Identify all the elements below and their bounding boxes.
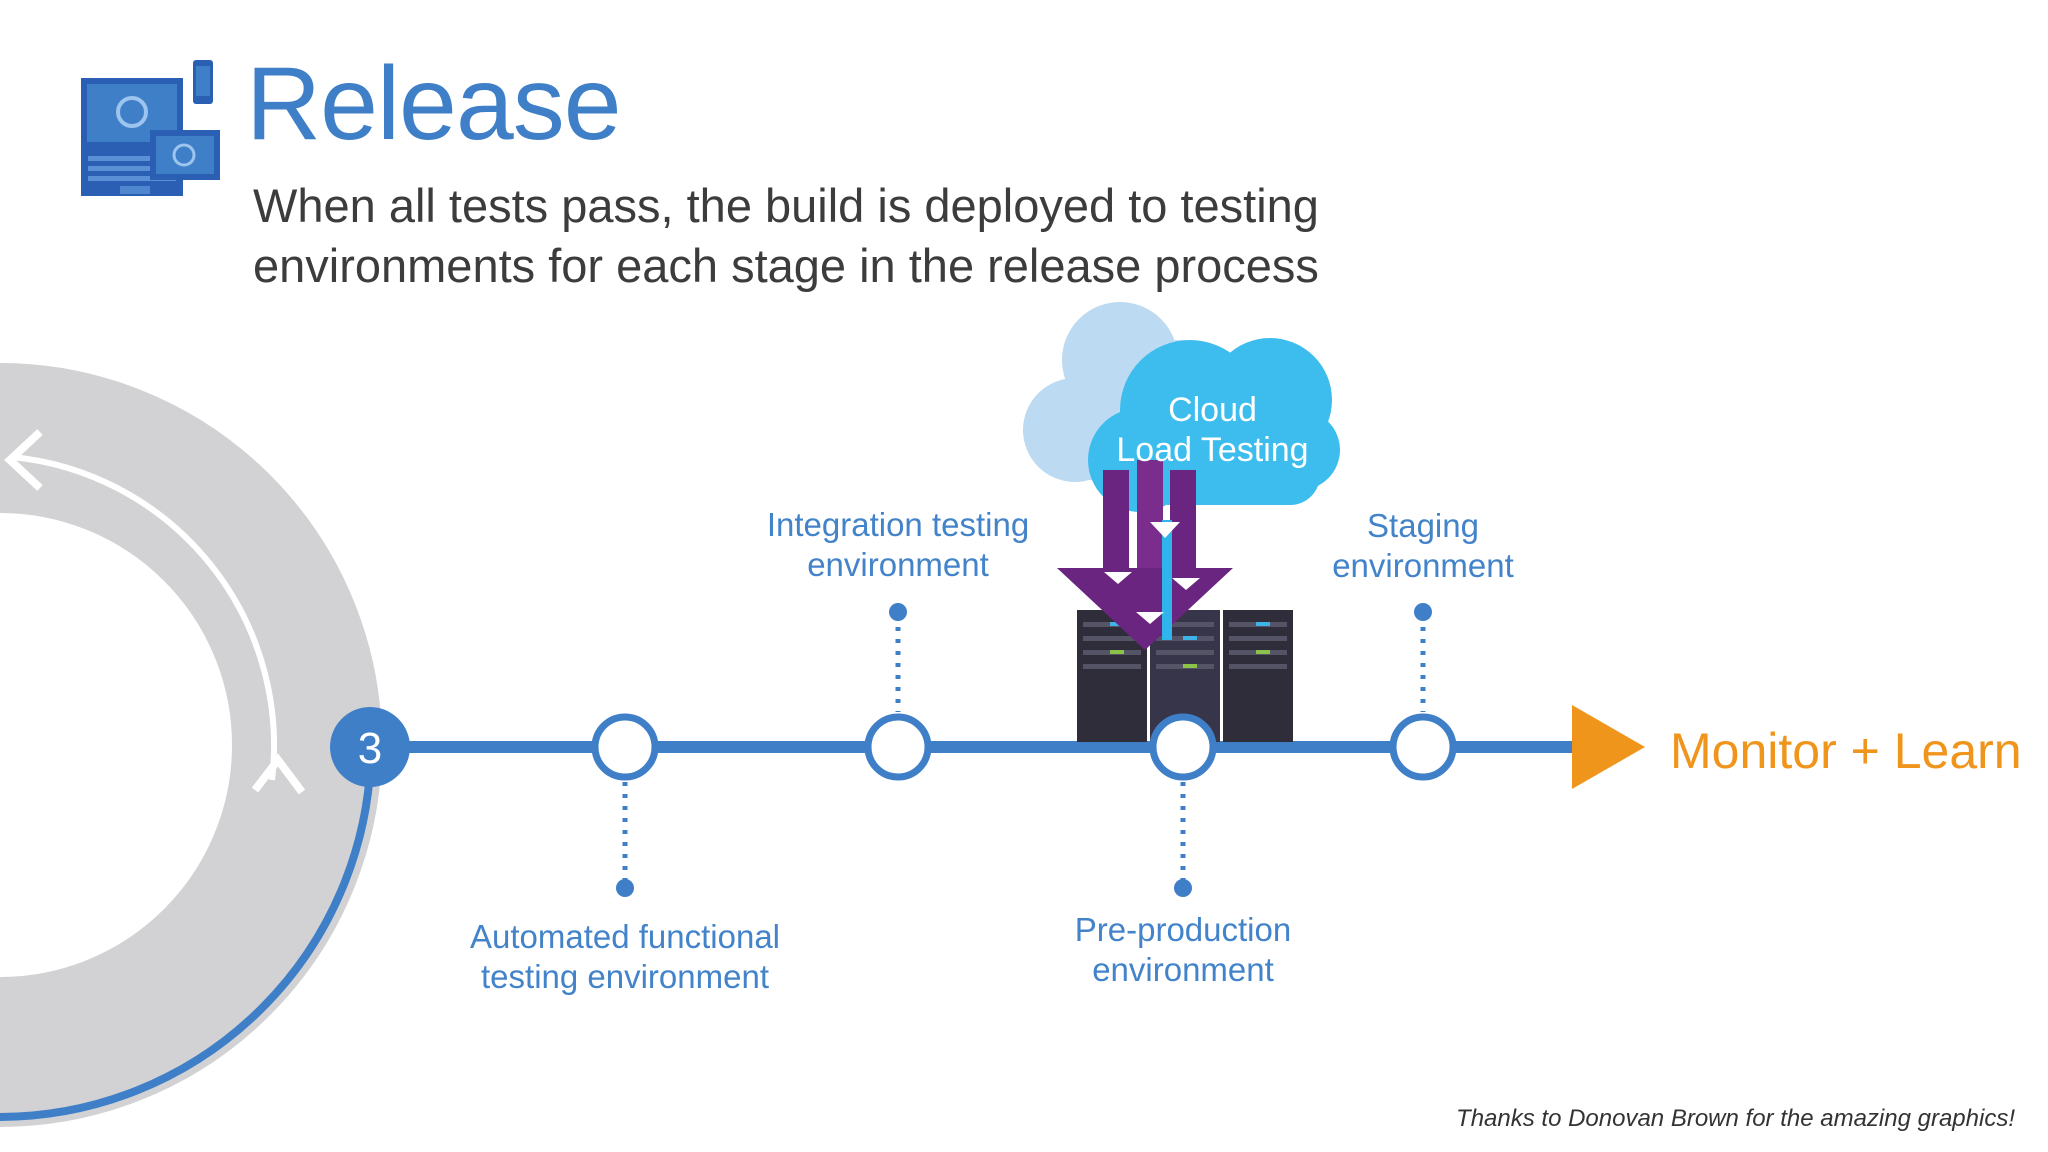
cloud-label-line-2: Load Testing [1116, 431, 1309, 469]
label-integration-line-1: Integration testing [766, 506, 1030, 543]
label-automated-line-2: testing environment [481, 958, 769, 995]
subtitle-line-1: When all tests pass, the build is deploy… [253, 179, 1319, 232]
play-arrow-icon [1572, 705, 1645, 789]
subtitle-line-2: environments for each stage in the relea… [253, 239, 1319, 292]
monitor-learn-label: Monitor + Learn [1670, 723, 2022, 779]
stage-nodes [330, 707, 1457, 787]
label-pre-production: Pre-production environment [1033, 910, 1333, 990]
label-staging: Staging environment [1273, 506, 1573, 586]
label-integration-line-2: environment [807, 546, 989, 583]
stage-connectors [616, 603, 1432, 897]
label-staging-line-2: environment [1332, 547, 1514, 584]
label-automated-line-1: Automated functional [469, 918, 781, 955]
page-title: Release [246, 46, 622, 162]
label-automated-functional: Automated functional testing environment [445, 917, 805, 997]
cloud-icon [1023, 302, 1340, 512]
stage-number: 3 [357, 724, 383, 773]
label-preproduction-line-1: Pre-production [1074, 911, 1292, 948]
credit-note: Thanks to Donovan Brown for the amazing … [1456, 1105, 2015, 1132]
page-subtitle: When all tests pass, the build is deploy… [253, 176, 1319, 296]
cycle-arrow-icon [0, 363, 382, 1127]
label-staging-line-1: Staging [1367, 507, 1479, 544]
label-preproduction-line-2: environment [1092, 951, 1274, 988]
cloud-label-line-1: Cloud [1168, 391, 1257, 429]
load-arrows [1057, 460, 1233, 650]
label-integration-testing: Integration testing environment [738, 505, 1058, 585]
server-rack-icon [1077, 610, 1293, 742]
cloud-load-testing-label: Cloud Load Testing [1090, 390, 1335, 470]
devices-icon [81, 60, 220, 196]
